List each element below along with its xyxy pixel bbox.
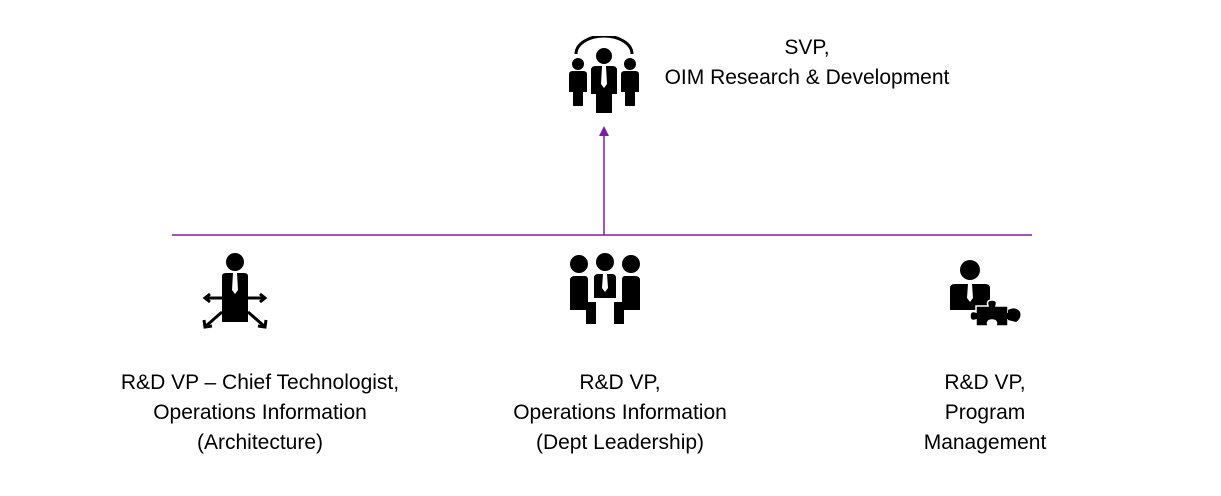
bottom-node-3-line-3: Management [923, 431, 1047, 454]
bottom-node-1-line-3: (Architecture) [196, 431, 324, 454]
bottom-node-1-line-1: R&D VP – Chief Technologist, [120, 371, 400, 394]
top-node-label: SVP, OIM Research & Development [640, 33, 974, 93]
bottom-node-2-label: R&D VP, Operations Information (Dept Lea… [470, 368, 770, 458]
bottom-node-1-line-2: Operations Information [153, 401, 367, 424]
person-arrows-icon [200, 252, 270, 332]
person-puzzle-icon [946, 258, 1024, 328]
top-node-line-1: SVP, [784, 36, 830, 59]
bottom-node-2-line-1: R&D VP, [579, 371, 661, 394]
bottom-node-1-label: R&D VP – Chief Technologist, Operations … [100, 368, 420, 458]
arrowhead [599, 126, 609, 136]
meeting-group-icon [568, 252, 642, 326]
team-leader-icon [566, 34, 642, 114]
bottom-node-2-line-3: (Dept Leadership) [535, 431, 705, 454]
bottom-node-3-label: R&D VP, Program Management [885, 368, 1085, 458]
bottom-node-3-line-1: R&D VP, [944, 371, 1026, 394]
bottom-node-3-line-2: Program [944, 401, 1026, 424]
bottom-node-2-line-2: Operations Information [513, 401, 727, 424]
top-node-line-2: OIM Research & Development [664, 66, 950, 89]
